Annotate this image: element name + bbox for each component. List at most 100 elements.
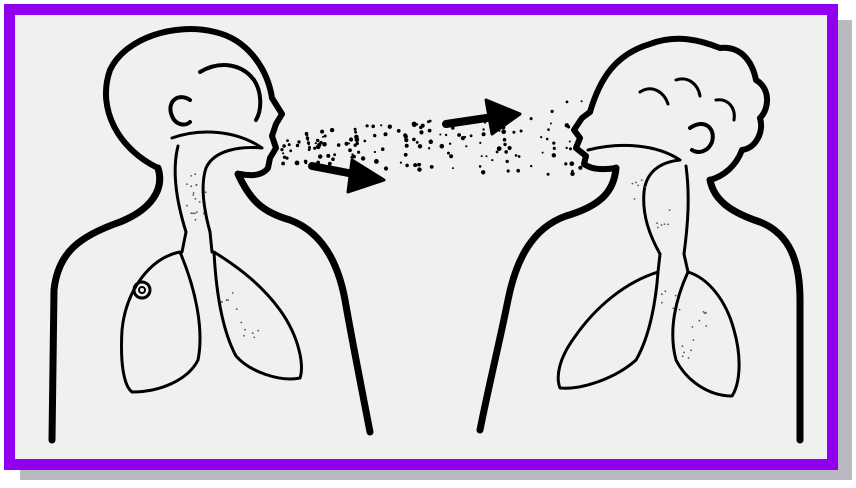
droplet bbox=[297, 140, 300, 143]
right-ear bbox=[690, 124, 713, 152]
inhaled-particle bbox=[192, 212, 194, 214]
droplet bbox=[371, 125, 375, 129]
droplet bbox=[288, 143, 291, 146]
droplet bbox=[445, 134, 447, 136]
inhaled-particle bbox=[257, 330, 259, 332]
inhaled-particle bbox=[194, 173, 196, 175]
inhaled-particle bbox=[240, 322, 242, 324]
droplet bbox=[418, 144, 422, 148]
droplet bbox=[328, 162, 332, 166]
droplet bbox=[296, 144, 299, 147]
droplet bbox=[373, 134, 376, 137]
droplet bbox=[289, 149, 292, 152]
inhaled-particle bbox=[667, 224, 669, 226]
inhaled-particle bbox=[194, 212, 196, 214]
droplet bbox=[569, 147, 572, 150]
droplet bbox=[280, 148, 283, 151]
droplet bbox=[482, 132, 486, 136]
droplet bbox=[427, 120, 430, 123]
droplet bbox=[324, 135, 327, 138]
droplet bbox=[333, 153, 336, 156]
right-hair-curls bbox=[640, 79, 734, 120]
inhaled-particle bbox=[641, 179, 643, 181]
arrow-droplets-spreading bbox=[312, 160, 384, 192]
droplet bbox=[348, 148, 352, 152]
droplet bbox=[429, 140, 433, 144]
inhaled-particle bbox=[661, 224, 663, 226]
inhaled-particle bbox=[682, 355, 684, 357]
droplet bbox=[516, 169, 520, 173]
droplet bbox=[547, 128, 550, 131]
droplet bbox=[374, 159, 379, 164]
inhaled-particle bbox=[227, 299, 229, 301]
droplet bbox=[281, 162, 285, 166]
droplet bbox=[349, 138, 352, 141]
droplet bbox=[319, 141, 322, 144]
droplet bbox=[306, 134, 309, 137]
droplet bbox=[282, 144, 286, 148]
droplet bbox=[570, 161, 575, 166]
droplet bbox=[551, 110, 554, 113]
droplet bbox=[552, 153, 556, 157]
droplet bbox=[285, 157, 288, 160]
droplet bbox=[578, 152, 580, 154]
inhaled-particle bbox=[635, 182, 637, 184]
droplet bbox=[515, 154, 518, 157]
droplet bbox=[503, 143, 506, 146]
droplet bbox=[320, 130, 324, 134]
droplet bbox=[366, 124, 369, 127]
droplet bbox=[354, 128, 357, 131]
left-back-outline bbox=[52, 168, 160, 440]
inhaled-particle bbox=[705, 325, 707, 327]
droplet bbox=[352, 155, 356, 159]
inhaled-particle bbox=[199, 201, 201, 203]
transmission-arrows bbox=[312, 100, 520, 192]
droplet bbox=[354, 131, 357, 134]
droplet bbox=[530, 117, 533, 120]
droplet bbox=[457, 133, 461, 137]
inhaled-particle bbox=[190, 185, 192, 187]
droplet bbox=[361, 156, 365, 160]
droplet bbox=[452, 167, 454, 169]
droplet bbox=[309, 148, 311, 150]
droplet bbox=[305, 162, 308, 165]
healthy-person bbox=[480, 39, 800, 440]
inhaled-particle bbox=[690, 349, 692, 351]
droplet bbox=[565, 123, 569, 127]
inhaled-particle bbox=[664, 223, 666, 225]
left-front-outline bbox=[238, 174, 370, 432]
droplet bbox=[552, 142, 555, 145]
droplet bbox=[412, 122, 417, 127]
left-airway bbox=[172, 132, 262, 232]
inhaled-particle bbox=[688, 357, 690, 359]
droplet bbox=[496, 151, 499, 154]
droplet bbox=[357, 151, 360, 154]
inhaled-particle bbox=[252, 332, 254, 334]
droplet bbox=[384, 132, 388, 136]
inhaled-particle bbox=[186, 183, 188, 185]
droplet bbox=[546, 138, 549, 141]
droplet bbox=[428, 147, 430, 149]
droplet bbox=[286, 139, 289, 142]
droplet bbox=[465, 145, 467, 147]
droplet bbox=[508, 146, 512, 150]
inhaled-particle bbox=[186, 205, 188, 207]
right-lung-a bbox=[558, 272, 658, 388]
droplet bbox=[578, 166, 582, 170]
droplet bbox=[322, 136, 324, 138]
droplet bbox=[566, 147, 568, 149]
left-lung-a bbox=[121, 252, 200, 392]
droplet bbox=[322, 142, 327, 147]
droplet bbox=[428, 129, 432, 133]
droplet bbox=[449, 143, 451, 145]
droplet bbox=[388, 125, 392, 129]
droplet bbox=[576, 135, 579, 138]
inhaled-particle bbox=[704, 312, 706, 314]
droplet bbox=[404, 138, 408, 142]
inhaled-particle bbox=[253, 337, 255, 339]
droplet bbox=[542, 152, 544, 154]
inhaled-particle bbox=[196, 184, 198, 186]
inhaled-particle bbox=[195, 219, 197, 221]
inhaled-particle bbox=[661, 302, 663, 304]
droplet bbox=[404, 153, 408, 157]
